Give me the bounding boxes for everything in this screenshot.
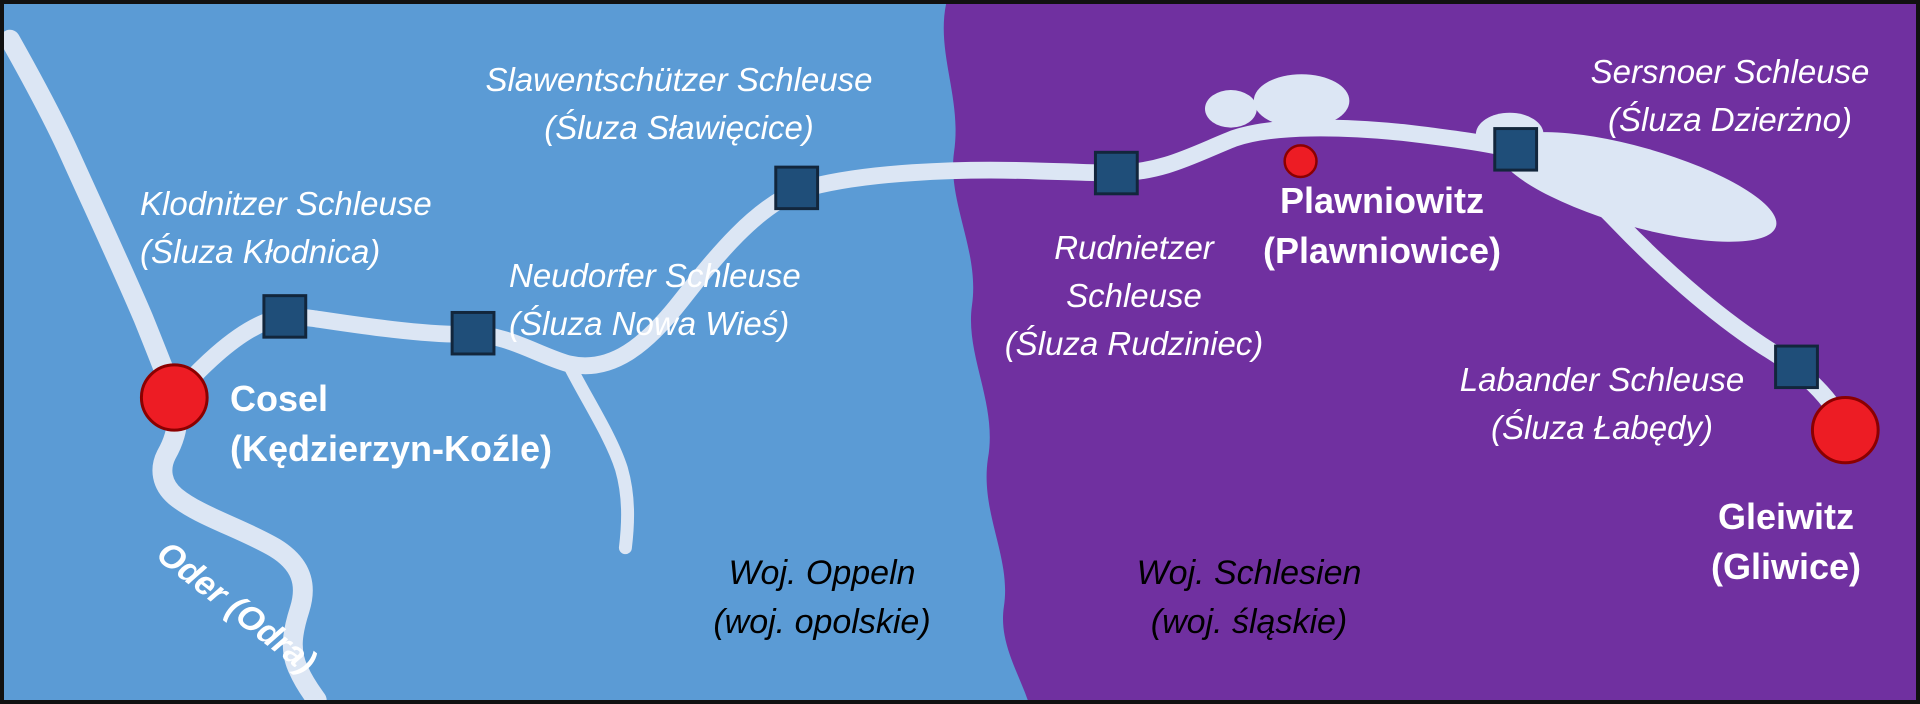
lock-label-neudorfer: Neudorfer Schleuse (Śluza Nowa Wieś) [509, 252, 801, 348]
city-label-gleiwitz: Gleiwitz (Gliwice) [1661, 492, 1911, 591]
lock-label-neudorfer-line2: (Śluza Nowa Wieś) [509, 304, 790, 342]
lock-label-sersnoer: Sersnoer Schleuse (Śluza Dzierżno) [1555, 48, 1905, 144]
lock-label-slawentschuetzer-line1: Slawentschützer Schleuse [485, 61, 873, 98]
region-label-oppeln-line2: (woj. opolskie) [713, 603, 931, 642]
lock-markers [262, 127, 1819, 390]
region-label-schlesien-line1: Woj. Schlesien [1136, 554, 1362, 592]
map-canvas [4, 4, 1916, 700]
lock-label-rudnietzer-line1: Rudnietzer [1054, 229, 1214, 266]
city-label-cosel-line2: (Kędzierzyn-Koźle) [230, 427, 553, 469]
region-label-oppeln-line1: Woj. Oppeln [728, 554, 916, 592]
lock-marker-rudnietzer [1093, 150, 1139, 196]
lock-label-klodnitzer-line1: Klodnitzer Schleuse [140, 185, 432, 222]
lock-marker-neudorfer [450, 310, 496, 356]
city-label-plawniowitz-line1: Plawniowitz [1279, 180, 1484, 221]
city-label-cosel: Cosel (Kędzierzyn-Koźle) [230, 374, 552, 473]
lock-marker-slawentschuetzer [774, 165, 820, 211]
lock-label-slawentschuetzer-line2: (Śluza Sławięcice) [544, 108, 814, 146]
lock-marker-klodnitzer [262, 294, 308, 339]
city-label-gleiwitz-line2: (Gliwice) [1710, 545, 1862, 587]
lock-marker-sersnoer [1493, 127, 1539, 172]
lock-label-rudnietzer: Rudnietzer Schleuse (Śluza Rudziniec) [994, 224, 1274, 368]
lock-label-klodnitzer: Klodnitzer Schleuse (Śluza Kłodnica) [140, 180, 432, 276]
lock-label-labander-line2: (Śluza Łabędy) [1491, 408, 1713, 446]
city-label-plawniowitz: Plawniowitz (Plawniowice) [1252, 176, 1512, 275]
lock-label-sersnoer-line1: Sersnoer Schleuse [1590, 53, 1870, 90]
city-label-plawniowitz-line2: (Plawniowice) [1262, 229, 1502, 271]
lock-label-slawentschuetzer: Slawentschützer Schleuse (Śluza Sławięci… [459, 56, 899, 152]
lock-label-labander: Labander Schleuse (Śluza Łabędy) [1437, 356, 1767, 452]
lakes [1204, 74, 1777, 242]
city-marker-plawniowitz [1283, 144, 1318, 179]
region-label-oppeln: Woj. Oppeln (woj. opolskie) [672, 549, 972, 648]
lock-marker-labander [1774, 344, 1819, 390]
city-marker-gleiwitz [1810, 395, 1880, 465]
lock-label-neudorfer-line1: Neudorfer Schleuse [509, 257, 801, 294]
lake-small-east [1253, 74, 1350, 128]
lock-label-rudnietzer-line3: (Śluza Rudziniec) [1004, 324, 1264, 362]
lake-dzierzno-duze [1497, 132, 1777, 242]
oder-river [4, 29, 327, 700]
lake-small-west [1204, 90, 1257, 128]
klodnitz-river-branch [562, 357, 635, 555]
region-label-schlesien-line2: (woj. śląskie) [1150, 603, 1348, 642]
city-label-gleiwitz-line1: Gleiwitz [1717, 496, 1855, 537]
region-label-schlesien: Woj. Schlesien (woj. śląskie) [1099, 549, 1399, 648]
gliwice-canal [165, 119, 1854, 439]
lock-label-rudnietzer-line2: Schleuse [1066, 276, 1202, 314]
city-label-cosel-line1: Cosel [230, 378, 329, 419]
city-marker-cosel [139, 363, 209, 432]
lock-label-sersnoer-line2: (Śluza Dzierżno) [1608, 100, 1852, 138]
lock-label-labander-line1: Labander Schleuse [1459, 361, 1745, 398]
lock-label-klodnitzer-line2: (Śluza Kłodnica) [140, 232, 381, 270]
city-markers [139, 144, 1880, 465]
